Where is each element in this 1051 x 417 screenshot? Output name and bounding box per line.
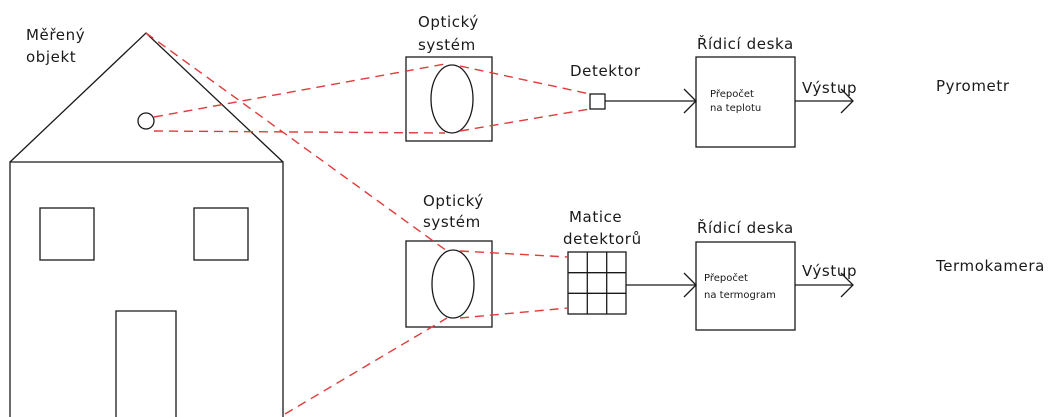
ray-optics-to-detector-top bbox=[459, 65, 591, 95]
measured-object-house bbox=[9, 32, 284, 417]
diagram-labels: Měřený objekt Optický systém Detektor Ří… bbox=[26, 13, 1045, 301]
object-label-line2: objekt bbox=[26, 48, 76, 66]
pyrometer-control-board bbox=[695, 56, 796, 148]
pyrometer-detector bbox=[589, 93, 606, 110]
thermocamera-board-title: Řídicí deska bbox=[697, 218, 794, 237]
pyrometer-branch bbox=[405, 56, 854, 148]
pyrometer-lens bbox=[430, 64, 474, 134]
pyrometer-name: Pyrometr bbox=[936, 77, 1010, 95]
ray-thermo-optics-to-matrix-top bbox=[459, 250, 569, 258]
pyrometer-board-text-line2: na teplotu bbox=[710, 103, 761, 114]
thermocamera-optics-label-line1: Optický bbox=[423, 192, 484, 210]
thermocamera-board-text-line2: na termogram bbox=[704, 290, 776, 301]
pyrometer-optics-label-line2: systém bbox=[418, 36, 476, 54]
object-label-line1: Měřený bbox=[26, 26, 85, 44]
ray-optics-to-detector-bottom bbox=[459, 108, 591, 132]
ray-spot-to-optics-top bbox=[153, 63, 446, 118]
thermocamera-detector-label-line1: Matice bbox=[569, 208, 622, 226]
detector-matrix bbox=[567, 251, 627, 315]
pyrometer-output-arrow bbox=[840, 88, 854, 114]
thermocamera-output-label: Výstup bbox=[802, 262, 857, 280]
house-walls bbox=[9, 161, 284, 417]
ray-roof-to-thermo-optics bbox=[145, 32, 448, 252]
radiation-rays bbox=[145, 32, 591, 415]
thermocamera-optics-box bbox=[405, 240, 493, 328]
ray-spot-to-optics-bottom bbox=[153, 130, 446, 134]
pyrometer-optics-label-line1: Optický bbox=[418, 13, 479, 31]
thermocamera-optics-label-line2: systém bbox=[423, 213, 481, 231]
pyrometer-board-title: Řídicí deska bbox=[697, 34, 794, 53]
thermocamera-lens bbox=[431, 249, 475, 319]
thermocamera-board-text-line1: Přepočet bbox=[704, 272, 748, 284]
house-window-left bbox=[39, 207, 95, 261]
ray-wall-to-thermo-optics bbox=[284, 317, 448, 415]
thermocamera-branch bbox=[405, 240, 854, 331]
detector-matrix-frame bbox=[567, 251, 627, 315]
measured-spot bbox=[137, 112, 155, 130]
thermocamera-detector-label-line2: detektorů bbox=[563, 230, 642, 248]
thermocamera-output-arrow bbox=[840, 272, 854, 298]
thermocamera-name: Termokamera bbox=[935, 257, 1045, 275]
thermocamera-control-board bbox=[695, 241, 796, 331]
house-door bbox=[115, 310, 177, 417]
ray-thermo-optics-to-matrix-bottom bbox=[459, 307, 569, 319]
pyrometer-board-text-line1: Přepočet bbox=[710, 88, 754, 100]
pyrometer-detector-label: Detektor bbox=[570, 62, 641, 80]
house-window-right bbox=[193, 207, 249, 261]
pyrometer-output-label: Výstup bbox=[802, 79, 857, 97]
pyrometer-optics-box bbox=[405, 56, 493, 142]
